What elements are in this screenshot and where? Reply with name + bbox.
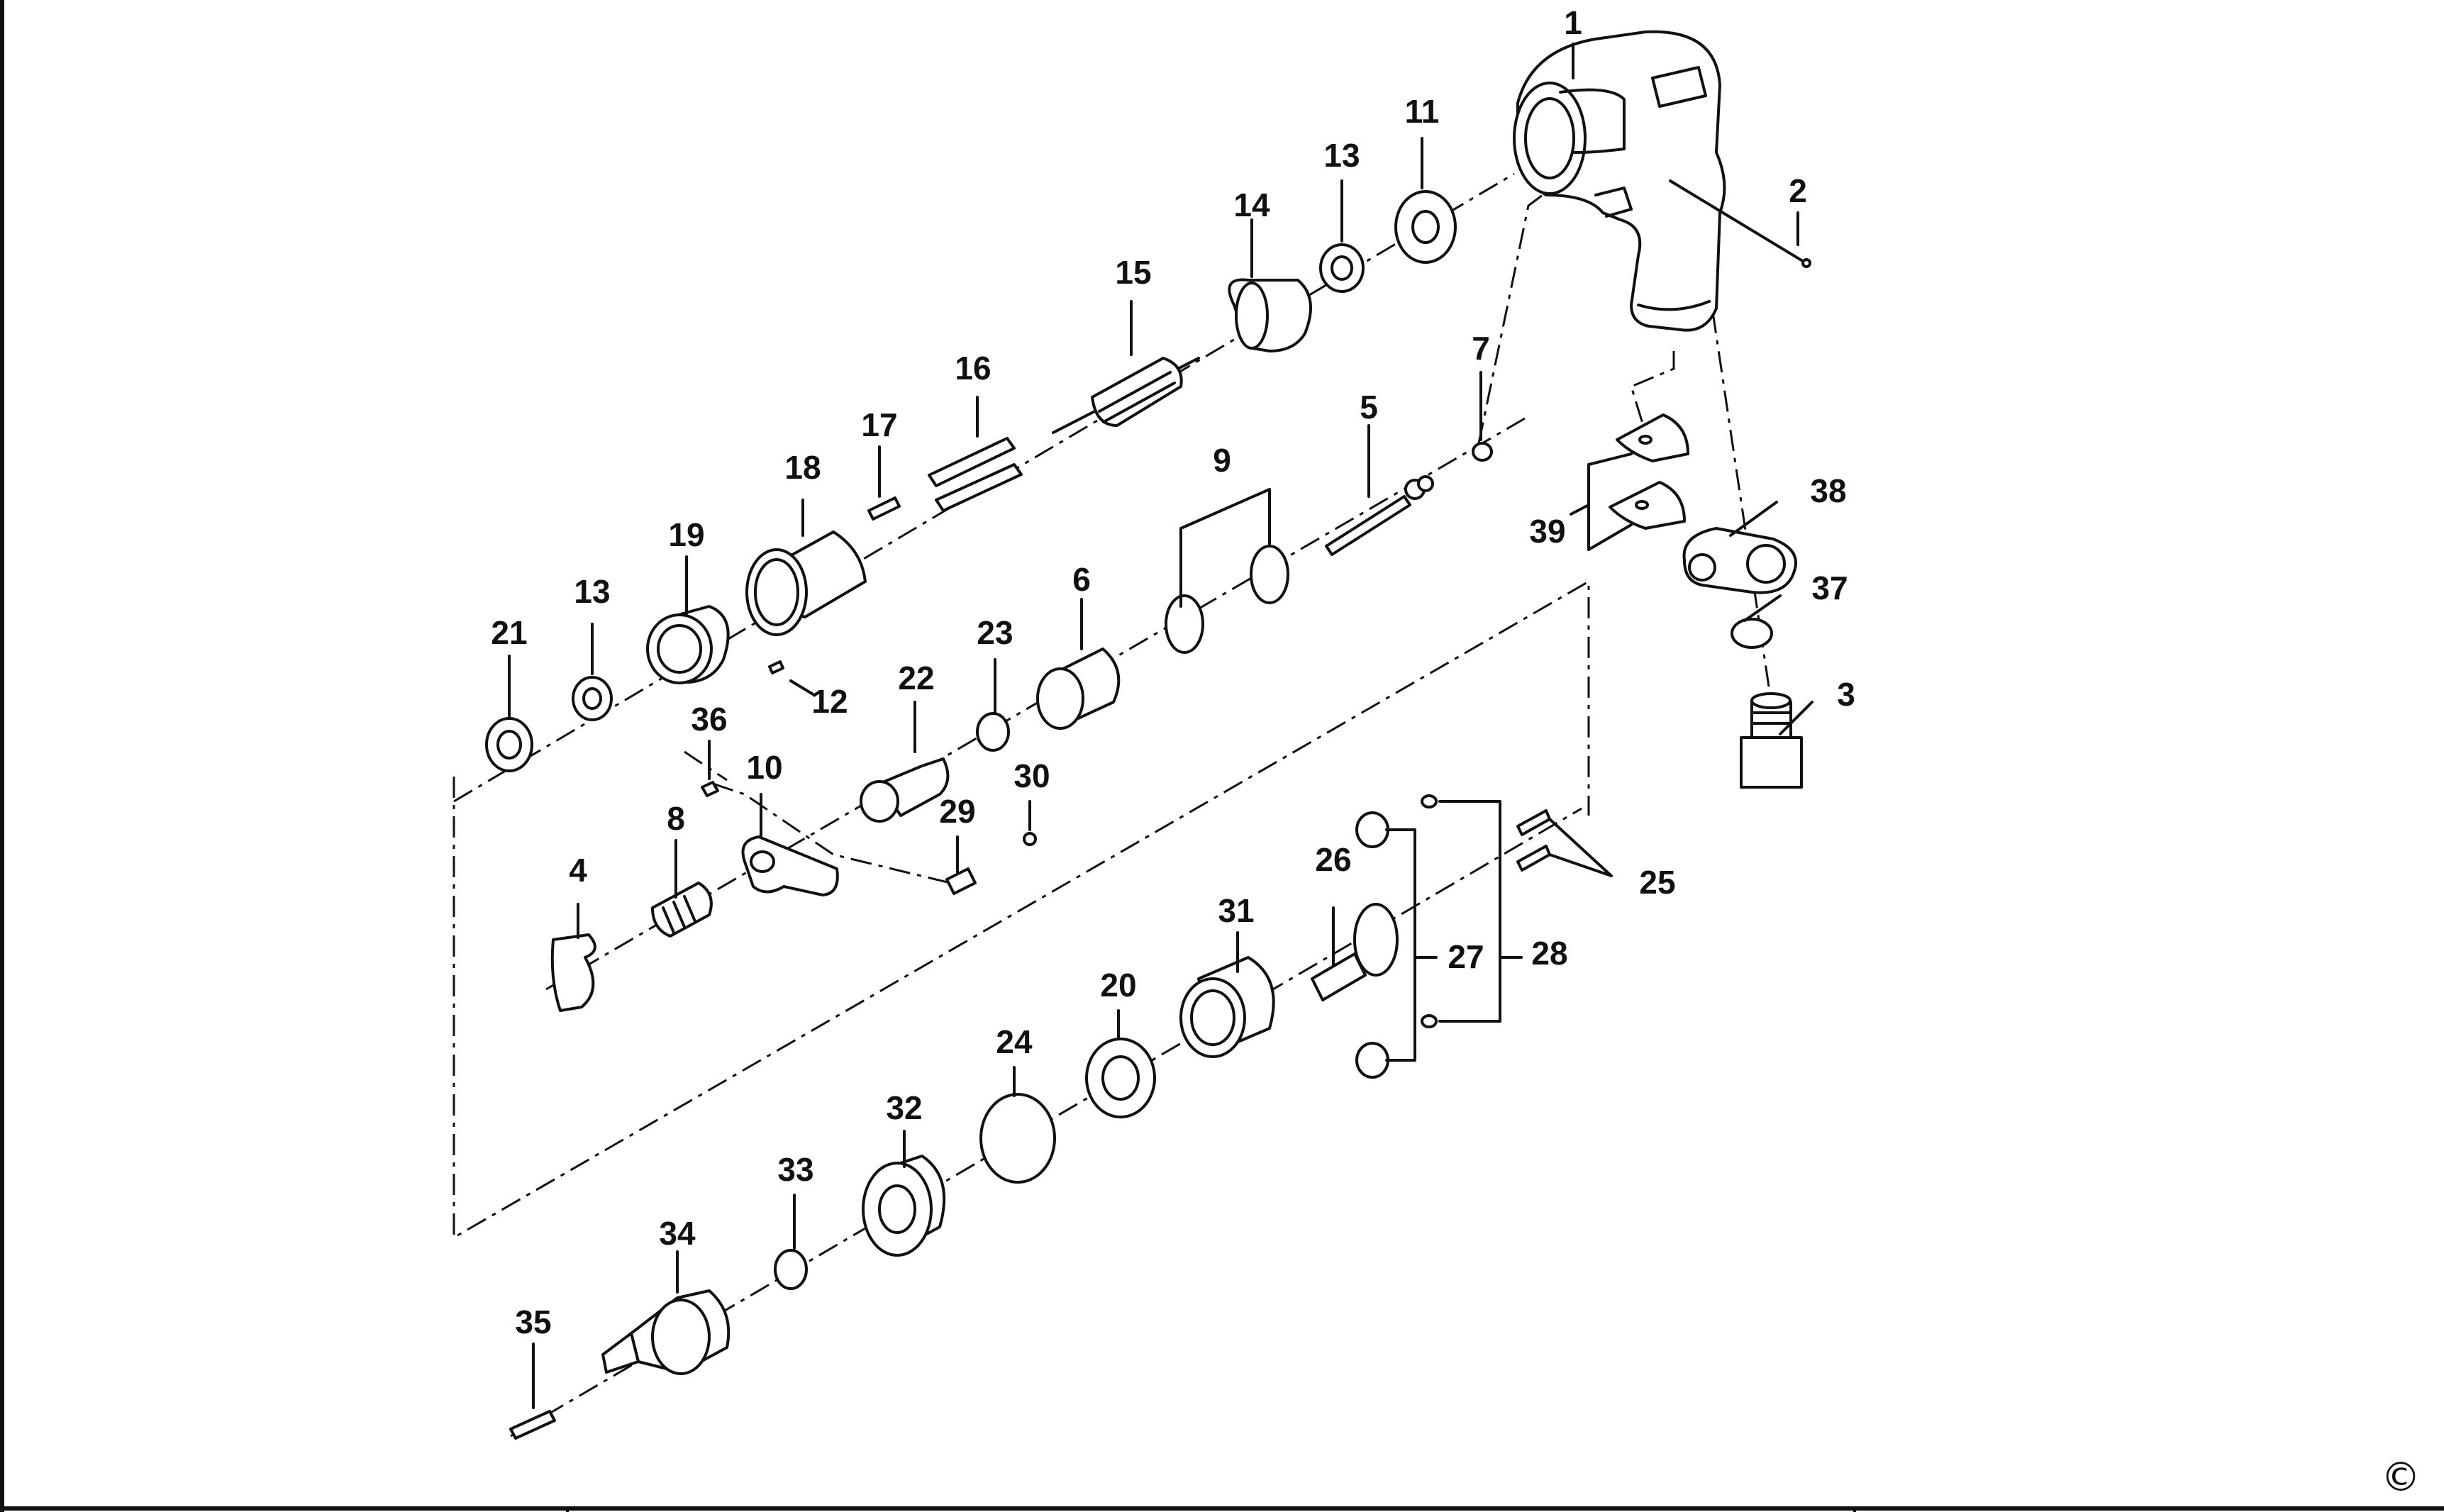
part-39-deflector-plates [1609,413,1689,530]
part-27-planet-gears [1355,811,1389,1079]
callout-29: 29 [939,793,975,830]
callout-14: 14 [1233,187,1270,223]
part-24-o-ring [979,1093,1056,1184]
part-14-rear-end-plate [1228,278,1312,352]
copyright-mark: © [2381,1455,2421,1501]
callout-21: 21 [491,614,527,651]
part-2-pin [1669,179,1811,268]
callout-7: 7 [1472,330,1490,367]
part-26-spindle [1311,903,1399,1001]
callout-11: 11 [1405,93,1440,130]
callout-23: 23 [977,614,1013,651]
callout-5: 5 [1360,389,1378,426]
part-29-detent-spring [945,867,977,895]
part-37-o-ring [1731,618,1773,649]
part-34-drill-chuck [601,1289,731,1375]
callout-39: 39 [1529,513,1565,550]
callout-32: 32 [886,1089,922,1126]
callout-16: 16 [955,350,991,387]
part-9-o-rings [1165,545,1289,654]
callout-13-upper: 13 [1323,137,1360,174]
part-15-rotor [1052,357,1200,434]
part-28-needle-pins [1421,794,1438,1028]
callout-4: 4 [569,852,587,889]
callout-18: 18 [784,449,821,486]
part-20-bearing [1085,1038,1156,1118]
part-12-pin [768,660,784,674]
callout-28: 28 [1531,935,1567,972]
part-10-reverse-lever [741,835,839,896]
part-31-ring-gear [1179,956,1275,1058]
part-3-inlet-fitting [1740,692,1803,789]
callout-3: 3 [1837,676,1855,713]
part-17-dowel-pin [867,496,901,521]
callout-6: 6 [1072,561,1091,598]
part-18-cylinder [745,530,867,636]
part-11-end-plate [1394,190,1457,264]
part-13-bearing-lower [572,676,613,721]
callout-2: 2 [1789,172,1807,209]
part-8-spring [651,882,713,938]
callout-13-lower: 13 [574,573,610,610]
part-22-reverse-valve [860,757,950,823]
part-25-pins [1516,809,1551,872]
part-23-o-ring [976,712,1010,752]
part-4-trigger [550,933,596,1012]
callout-15: 15 [1115,254,1151,291]
copyright-symbol: © [2381,1455,2421,1501]
callout-30: 30 [1013,757,1050,794]
part-16-rotor-blades [928,437,1023,512]
part-33-spacer-ring [774,1249,808,1290]
callout-labels: 1 2 3 4 5 6 7 8 9 10 11 12 13 13 14 15 1… [491,4,1855,1340]
handle-axis-line [684,311,1771,884]
part-6-reverse-sleeve [1036,647,1121,730]
callout-20: 20 [1100,967,1136,1004]
callout-1: 1 [1564,4,1582,41]
callout-17: 17 [861,406,897,443]
part-7-o-ring [1472,442,1493,462]
callout-34: 34 [659,1215,696,1252]
part-13-bearing-upper [1319,243,1365,293]
part-30-ball [1023,832,1037,846]
callout-26: 26 [1315,841,1351,878]
part-32-front-cap [862,1155,946,1257]
callout-33: 33 [777,1151,813,1188]
callout-22: 22 [898,660,934,696]
callout-36: 36 [691,701,727,738]
part-19-front-bearing-housing [646,605,730,684]
leader-lines [508,43,1813,1409]
callout-31: 31 [1218,892,1254,929]
assembly-group-outline [452,579,1590,1240]
callout-25: 25 [1639,864,1675,901]
callout-8: 8 [667,800,685,837]
callout-24: 24 [996,1023,1033,1060]
part-1-housing [1513,30,1726,332]
callout-27: 27 [1448,938,1484,975]
callout-12: 12 [811,683,848,720]
callout-38: 38 [1810,472,1846,509]
callout-9: 9 [1213,442,1231,479]
middle-axis-line [545,172,1572,991]
callout-37: 37 [1811,569,1848,606]
part-5-valve-stem [1325,475,1434,556]
callout-19: 19 [668,516,704,553]
part-35-chuck-screw [509,1410,556,1440]
part-38-valve-plate [1682,527,1797,594]
part-36-screw [701,781,719,797]
callout-10: 10 [746,749,782,786]
callout-35: 35 [515,1303,551,1340]
part-21-bearing [485,717,533,772]
